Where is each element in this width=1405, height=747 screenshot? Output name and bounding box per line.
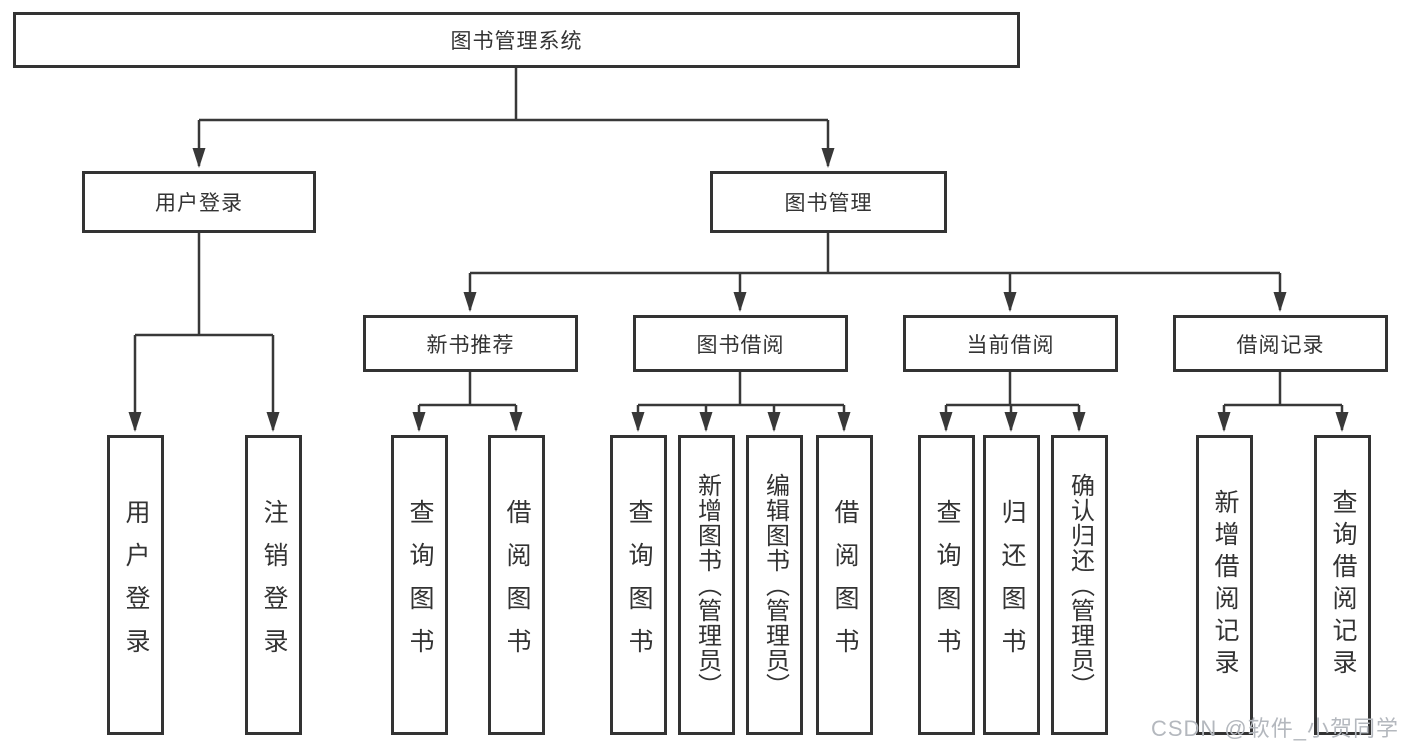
leaf-return-books: 归还图书 bbox=[983, 435, 1040, 735]
node-borrowing-records: 借阅记录 bbox=[1173, 315, 1388, 372]
leaf-logout: 注销登录 bbox=[245, 435, 302, 735]
node-book-borrowing: 图书借阅 bbox=[633, 315, 848, 372]
csdn-watermark: CSDN @软件_小贺同学 bbox=[1150, 716, 1399, 741]
node-new-book-recommend: 新书推荐 bbox=[363, 315, 578, 372]
leaf-edit-books-admin: 编辑图书（管理员） bbox=[746, 435, 803, 735]
leaf-borrow-books-recommend: 借阅图书 bbox=[488, 435, 545, 735]
node-library-management-system: 图书管理系统 bbox=[13, 12, 1020, 68]
leaf-query-books-borrowing: 查询图书 bbox=[610, 435, 667, 735]
leaf-user-login: 用户登录 bbox=[107, 435, 164, 735]
node-user-login: 用户登录 bbox=[82, 171, 316, 233]
leaf-add-books-admin: 新增图书（管理员） bbox=[678, 435, 735, 735]
node-book-management: 图书管理 bbox=[710, 171, 947, 233]
leaf-confirm-return-admin: 确认归还（管理员） bbox=[1051, 435, 1108, 735]
leaf-borrow-books: 借阅图书 bbox=[816, 435, 873, 735]
leaf-query-books-current: 查询图书 bbox=[918, 435, 975, 735]
leaf-query-books-recommend: 查询图书 bbox=[391, 435, 448, 735]
leaf-add-borrow-record: 新增借阅记录 bbox=[1196, 435, 1253, 735]
leaf-query-borrow-record: 查询借阅记录 bbox=[1314, 435, 1371, 735]
node-current-borrowing: 当前借阅 bbox=[903, 315, 1118, 372]
